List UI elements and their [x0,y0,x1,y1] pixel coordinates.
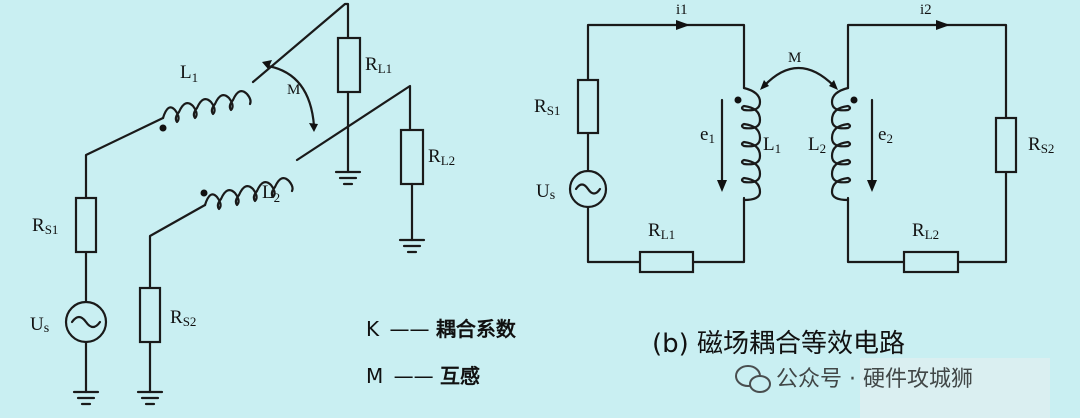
label-b-Us: U [536,181,550,202]
diagram-b-resistor-RL1 [638,250,695,274]
watermark: 公众号 · 硬件攻城狮 [735,358,1050,418]
diagram-b-resistor-RS1 [576,78,600,135]
diagram-a-ground-1 [334,170,362,186]
svg-text:RS1: RS1 [32,215,58,237]
label-b-i1: i1 [676,2,688,18]
diagram-b-resistor-RS2 [994,116,1018,174]
label-a-M: M [287,82,300,98]
diagram-a-dot-L2 [200,189,208,197]
diagram-a-mutual-arrow [266,64,316,128]
label-a-RL2: R [428,146,441,167]
svg-text:e2: e2 [878,124,893,146]
diagram-a-source-wire [84,116,165,394]
diagram-a-coil-L1 [161,90,252,124]
diagram-a-secondary-wire [148,203,207,394]
label-b-L1: L [763,134,775,155]
svg-text:RL1: RL1 [365,54,392,76]
svg-text:e1: e1 [700,124,715,146]
svg-text:RS2: RS2 [1028,134,1054,156]
label-b-e1: e [700,124,708,145]
diagram-a-ground-4 [136,390,164,406]
diagram-b-coil-L2 [830,86,852,202]
svg-text:Us: Us [30,314,49,336]
legend-m-text: 互感 [440,364,480,388]
diagram-b-mutual-arrow [762,66,836,88]
svg-text:RS2: RS2 [170,307,196,329]
svg-text:M —— 互感: M —— 互感 [366,364,480,388]
label-a-L1: L [180,62,192,83]
label-a-RS2: R [170,307,183,328]
legend-k-text: 耦合系数 [436,317,517,341]
diagram-b-left-loop [586,23,746,264]
diagram-b-dot-L2 [850,96,858,104]
diagram-a: L1 M L2 RL1 RL2 RS1 Us RS2 K —— 耦合系数 M —… [30,2,517,406]
watermark-text: 公众号 · 硬件攻城狮 [776,367,973,392]
label-a-Us: U [30,314,44,335]
wechat-icon [735,365,771,393]
diagram-a-resistor-RS2 [138,286,162,344]
diagram-a-resistor-RL1 [336,36,362,94]
diagram-a-coil-L2 [203,177,294,211]
label-b-M: M [788,50,801,66]
label-b-e2: e [878,124,886,145]
label-a-RL1: R [365,54,378,75]
diagram-b-arrow-i1 [676,20,690,30]
diagram-a-dot-L1 [159,124,167,132]
svg-text:L2: L2 [808,134,826,156]
legend-m-symbol: M [366,364,383,388]
diagram-b-caption: (b) 磁场耦合等效电路 [652,329,905,359]
diagram-a-ground-2 [398,238,426,254]
svg-text:L1: L1 [180,62,198,85]
legend-k-symbol: K [366,317,380,341]
label-b-RL2: R [912,220,925,241]
label-b-L2: L [808,134,820,155]
svg-text:RS1: RS1 [534,96,560,118]
label-b-RS1: R [534,96,547,117]
diagram-a-resistor-RS1 [74,196,98,254]
diagram-b-arrow-i2 [936,20,950,30]
diagram-b-resistor-RL2 [902,250,960,274]
label-b-RS2: R [1028,134,1041,155]
legend-m-dash: —— [394,364,434,388]
diagram-b-dot-L1 [734,96,742,104]
label-a-RS1: R [32,215,45,236]
diagram-a-resistor-RL2 [399,128,425,186]
svg-text:K —— 耦合系数: K —— 耦合系数 [366,317,517,341]
diagram-b-arrow-e2 [867,98,877,192]
svg-text:RL2: RL2 [428,146,455,168]
diagram-b-arrow-e1 [717,98,727,192]
diagram-a-legend: K —— 耦合系数 M —— 互感 [366,317,517,388]
legend-k-dash: —— [389,317,429,341]
diagram-b-right-loop [846,23,1008,264]
svg-text:RL2: RL2 [912,220,939,242]
diagram-a-ground-3 [72,390,100,406]
label-a-L2: L [262,182,274,203]
diagram-b: i1 i2 M RS1 Us RL1 RL2 RS2 L1 L2 e1 e2 (… [534,2,1054,359]
label-b-RL1: R [648,220,661,241]
label-b-i2: i2 [920,2,932,18]
svg-text:L2: L2 [262,182,280,205]
svg-text:RL1: RL1 [648,220,675,242]
diagram-b-coil-L1 [740,86,762,202]
svg-text:Us: Us [536,181,555,203]
svg-text:L1: L1 [763,134,781,156]
